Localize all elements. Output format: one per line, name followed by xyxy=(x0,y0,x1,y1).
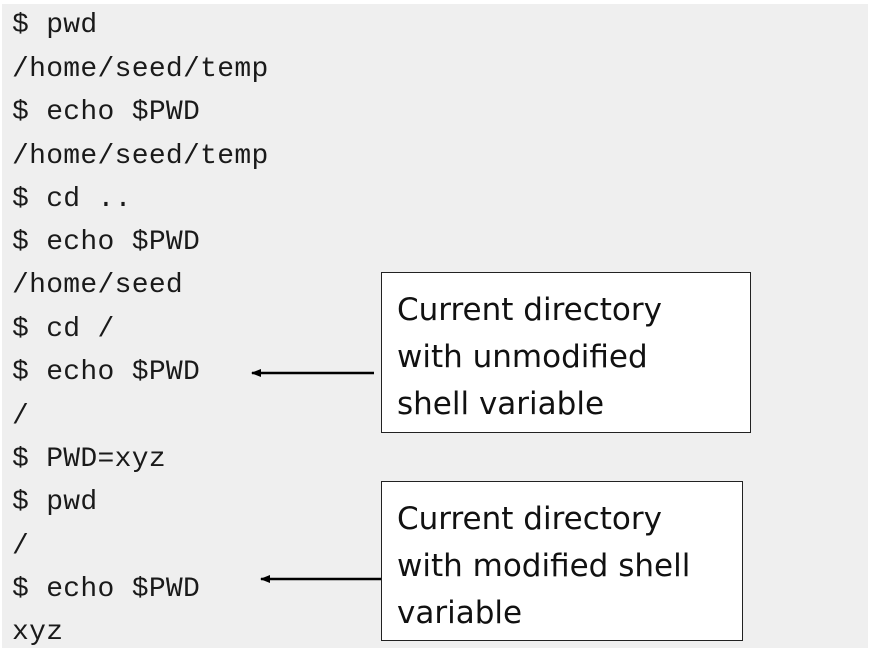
terminal-line: $ pwd xyxy=(12,487,98,518)
callout-text: shell variable xyxy=(397,386,605,422)
callout-modified-shell-variable: Current directory with modified shell va… xyxy=(381,481,743,641)
callout-text: with modified shell xyxy=(397,548,691,584)
terminal-line: $ pwd xyxy=(12,10,98,41)
terminal-line: / xyxy=(12,531,30,562)
callout-unmodified-shell-variable: Current directory with unmodified shell … xyxy=(381,272,751,433)
terminal-line: xyz xyxy=(12,617,64,648)
terminal-line: $ echo $PWD xyxy=(12,574,201,605)
terminal-line: $ echo $PWD xyxy=(12,227,201,258)
terminal-line: $ echo $PWD xyxy=(12,357,201,388)
terminal-line: /home/seed xyxy=(12,270,184,301)
terminal-line: /home/seed/temp xyxy=(12,54,269,85)
terminal-line: $ PWD=xyz xyxy=(12,444,166,475)
terminal-line: $ echo $PWD xyxy=(12,97,201,128)
terminal-line: $ cd .. xyxy=(12,184,132,215)
callout-text: Current directory xyxy=(397,292,662,328)
callout-text: Current directory xyxy=(397,501,662,537)
callout-text: with unmodified xyxy=(397,339,648,375)
terminal-line: / xyxy=(12,401,30,432)
terminal-line: /home/seed/temp xyxy=(12,141,269,172)
terminal-line: $ cd / xyxy=(12,314,115,345)
callout-text: variable xyxy=(397,595,523,631)
